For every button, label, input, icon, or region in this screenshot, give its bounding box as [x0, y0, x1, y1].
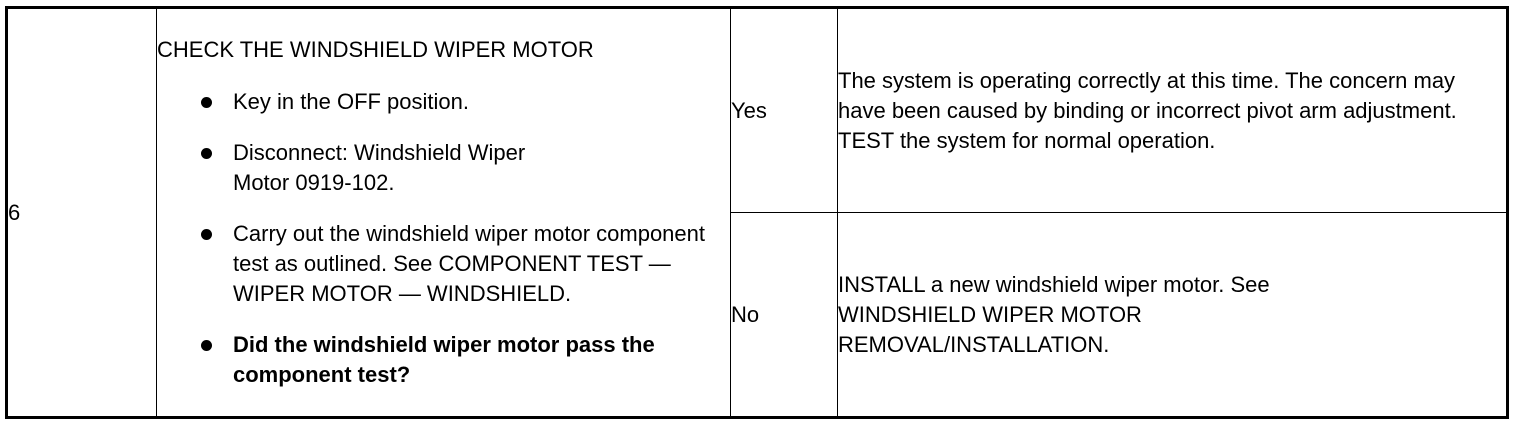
action-title: CHECK THE WINDSHIELD WIPER MOTOR	[157, 37, 594, 62]
list-item: Key in the OFF position.	[157, 87, 730, 117]
action-step-text: Disconnect: Windshield Wiper Motor 0919-…	[233, 140, 526, 195]
result-yes-cell: The system is operating correctly at thi…	[837, 7, 1508, 213]
bullet-icon	[201, 229, 212, 240]
table-row: No INSTALL a new windshield wiper motor.…	[7, 212, 1508, 418]
bullet-icon	[201, 340, 212, 351]
action-step-text: Carry out the windshield wiper motor com…	[233, 221, 706, 306]
action-question-text: Did the windshield wiper motor pass the …	[233, 332, 655, 387]
answer-yes-cell: Yes	[730, 7, 838, 213]
answer-no-cell: No	[730, 212, 838, 418]
diagnostic-step-table: 6 CHECK THE WINDSHIELD WIPER MOTOR Key i…	[5, 6, 1509, 419]
step-number: 6	[8, 199, 21, 225]
list-item: Disconnect: Windshield Wiper Motor 0919-…	[157, 138, 563, 198]
step-number-cell: 6	[6, 7, 157, 418]
result-no-text: INSTALL a new windshield wiper motor. Se…	[838, 271, 1270, 357]
list-item: Carry out the windshield wiper motor com…	[157, 219, 730, 309]
result-yes-text: The system is operating correctly at thi…	[838, 67, 1457, 153]
action-cell: CHECK THE WINDSHIELD WIPER MOTOR Key in …	[156, 7, 731, 418]
table-row: 6 CHECK THE WINDSHIELD WIPER MOTOR Key i…	[6, 7, 1508, 418]
result-no-cell: INSTALL a new windshield wiper motor. Se…	[837, 212, 1508, 418]
action-list: Key in the OFF position. Disconnect: Win…	[157, 87, 730, 390]
action-step-text: Key in the OFF position.	[233, 89, 469, 114]
list-item: Did the windshield wiper motor pass the …	[157, 330, 730, 390]
answer-no: No	[731, 301, 760, 327]
bullet-icon	[201, 97, 212, 108]
answer-yes: Yes	[731, 97, 767, 123]
bullet-icon	[201, 148, 212, 159]
